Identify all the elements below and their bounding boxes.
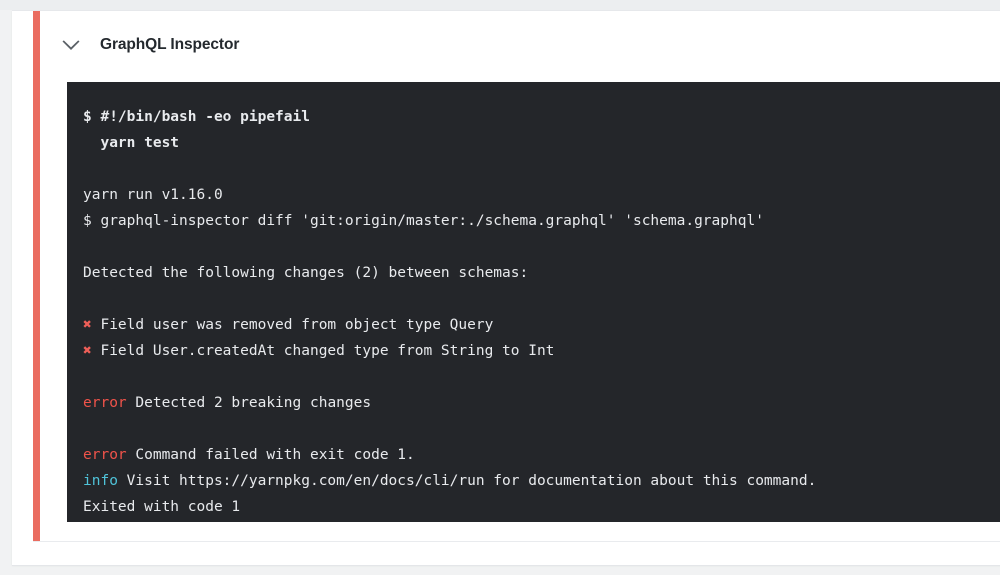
terminal-line: info Visit https://yarnpkg.com/en/docs/c… <box>83 468 1000 494</box>
terminal-line <box>83 286 1000 312</box>
terminal-line: ✖ Field user was removed from object typ… <box>83 312 1000 338</box>
terminal-line-label: error <box>83 395 127 411</box>
check-run-header[interactable]: GraphQL Inspector <box>56 21 239 69</box>
terminal-line: Detected the following changes (2) betwe… <box>83 265 529 281</box>
card-bottom-edge <box>12 565 1000 566</box>
terminal-line: Exited with code 1 <box>83 499 241 515</box>
page-top-strip <box>0 0 1000 10</box>
terminal-line: error Detected 2 breaking changes <box>83 390 1000 416</box>
chevron-down-icon[interactable] <box>56 30 86 60</box>
terminal-line: yarn run v1.16.0 <box>83 187 223 203</box>
terminal-log[interactable]: $ #!/bin/bash -eo pipefail yarn test yar… <box>67 82 1000 522</box>
cross-icon: ✖ <box>83 317 92 333</box>
terminal-line: $ #!/bin/bash -eo pipefail <box>83 109 310 125</box>
terminal-line-text: Visit https://yarnpkg.com/en/docs/cli/ru… <box>117 473 817 489</box>
terminal-line <box>83 416 1000 442</box>
terminal-line: error Command failed with exit code 1. <box>83 442 1000 468</box>
terminal-line <box>83 156 1000 182</box>
terminal-line-text: Detected 2 breaking changes <box>126 395 372 411</box>
cross-icon: ✖ <box>83 343 92 359</box>
terminal-line: ✖ Field User.createdAt changed type from… <box>83 338 1000 364</box>
terminal-line <box>83 234 1000 260</box>
terminal-line-text: Field user was removed from object type … <box>91 317 494 333</box>
status-rail-failed <box>33 11 40 541</box>
terminal-line <box>83 364 1000 390</box>
terminal-line-label: info <box>83 473 118 489</box>
terminal-line-label: error <box>83 447 127 463</box>
card-divider <box>33 541 1000 542</box>
terminal-log-body: $ #!/bin/bash -eo pipefail yarn test yar… <box>83 104 1000 520</box>
check-run-card: GraphQL Inspector $ #!/bin/bash -eo pipe… <box>12 10 1000 566</box>
terminal-line: $ graphql-inspector diff 'git:origin/mas… <box>83 213 764 229</box>
check-run-title: GraphQL Inspector <box>100 36 240 53</box>
terminal-line-text: Command failed with exit code 1. <box>126 447 415 463</box>
terminal-line-text: Field User.createdAt changed type from S… <box>91 343 555 359</box>
terminal-line: yarn test <box>83 135 180 151</box>
